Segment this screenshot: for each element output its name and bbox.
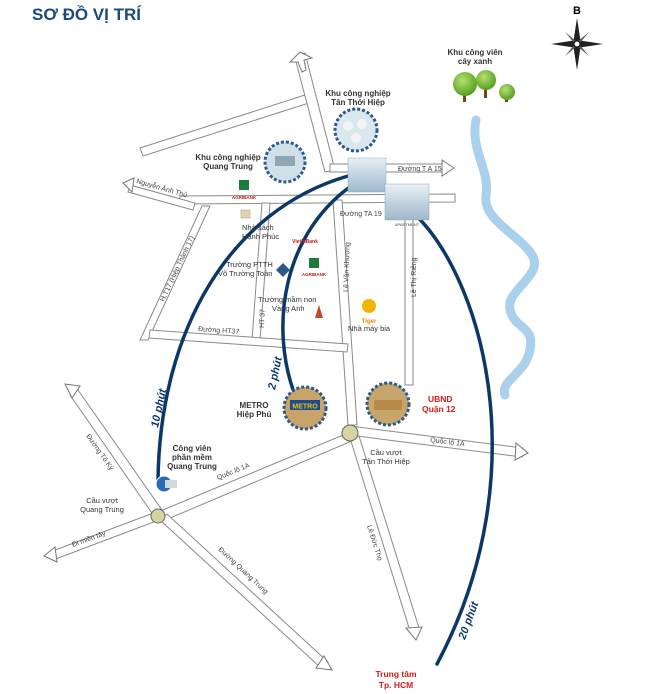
ubnd-label-2: Quận 12 xyxy=(422,404,456,414)
vietinbank-logo: VietinBank xyxy=(292,239,318,245)
tiger-beer-icon: Tiger xyxy=(362,299,377,325)
route-20-min xyxy=(408,208,494,666)
ubnd-label-1: UBND xyxy=(428,394,453,404)
junction-qt xyxy=(150,508,166,524)
arrow-quang-trung-south xyxy=(315,655,333,671)
svg-text:AGRIBANK: AGRIBANK xyxy=(302,272,327,277)
map-title: SƠ ĐỒ VỊ TRÍ xyxy=(32,5,142,24)
bookstore-icon xyxy=(240,209,251,219)
cau-vuot-tth-label-2: Tân Thới Hiệp xyxy=(362,457,410,466)
tiger-label: Tiger xyxy=(362,319,377,325)
truong-mn-label-1: Trường mầm non xyxy=(258,295,316,304)
ubnd-icon xyxy=(365,381,411,427)
cau-vuot-qt-label-2: Quang Trung xyxy=(80,505,124,514)
school-icon xyxy=(276,263,290,277)
compass-icon: B xyxy=(551,5,603,70)
kcn-tth-label-2: Tân Thới Hiệp xyxy=(331,98,385,107)
arrow-ta15-east xyxy=(441,159,455,177)
metro-icon: METRO xyxy=(282,385,328,431)
kcn-qt-label-2: Quang Trung xyxy=(203,162,253,171)
road-ht37-h-label: Đường HT37 xyxy=(198,326,240,336)
road-ta15-label: Đường T A 15 xyxy=(398,166,442,173)
road-ta19-label: Đường TA 19 xyxy=(340,211,382,218)
cv-phan-mem-label-1: Công viên xyxy=(173,444,212,453)
truong-ptth-label-1: Trường PTTH xyxy=(226,260,273,269)
metro-label-1: METRO xyxy=(240,401,269,410)
road-ht37-v-label: HT 37 xyxy=(259,309,267,328)
nha-sach-label-2: Hạnh Phúc xyxy=(242,232,279,241)
apartment-label: APARTMENT xyxy=(395,222,420,227)
compass-north-letter: B xyxy=(573,5,581,17)
river xyxy=(470,115,539,400)
apartment-building-icon: APARTMENT xyxy=(347,157,430,227)
kcv-label-2: cây xanh xyxy=(458,57,492,66)
kcn-tth-label-1: Khu công nghiệp xyxy=(325,89,390,98)
cau-vuot-qt-label-1: Cầu vượt xyxy=(86,496,119,505)
svg-text:AGRIBANK: AGRIBANK xyxy=(232,195,257,200)
junction-tth xyxy=(341,424,359,442)
road-le-van-khuong-label: Lê Văn Khương xyxy=(343,242,352,292)
agribank-logo-icon: AGRIBANK xyxy=(232,180,257,200)
kcv-label-1: Khu công viên xyxy=(447,48,502,57)
route-10-min xyxy=(156,174,350,482)
arrow-le-duc-tho-south xyxy=(404,626,423,641)
kcn-qt-label-1: Khu công nghiệp xyxy=(195,153,260,162)
factory-qt-icon xyxy=(263,140,307,184)
playground-icon xyxy=(315,305,323,318)
arrow-to-ky-north xyxy=(64,383,81,399)
trung-tam-label-1: Trung tâm xyxy=(375,669,417,679)
agribank-logo-icon-2: AGRIBANK xyxy=(302,258,327,277)
software-park-icon xyxy=(155,475,177,493)
tree-icon xyxy=(453,70,515,102)
trung-tam-label-2: Tp. HCM xyxy=(379,680,413,690)
road-arrows xyxy=(43,51,529,671)
truong-ptth-label-2: Võ Trường Toản xyxy=(218,269,272,278)
nha-may-bia-label: Nhà máy bia xyxy=(348,324,391,333)
arrow-mien-tay-west xyxy=(43,546,58,563)
route-2-min-label: 2 phút xyxy=(266,355,285,392)
road-ht17-label: H.T17 (Hiệp Thành 17) xyxy=(159,235,196,303)
cau-vuot-tth-label-1: Cầu vượt xyxy=(370,448,403,457)
road-le-thi-rieng-label: Lê Thị Riêng xyxy=(411,257,418,297)
route-2-min xyxy=(281,178,362,397)
cv-phan-mem-label-3: Quang Trung xyxy=(167,462,217,471)
metro-sign-text: METRO xyxy=(292,404,318,411)
truong-mn-label-2: Vàng Anh xyxy=(272,304,305,313)
nha-sach-label-1: Nhà sách xyxy=(242,223,274,232)
route-20-min-label: 20 phút xyxy=(456,599,481,642)
street-network xyxy=(49,52,524,669)
cv-phan-mem-label-2: phần mềm xyxy=(172,453,212,462)
metro-label-2: Hiệp Phú xyxy=(237,410,272,419)
factory-tth-icon xyxy=(333,107,379,153)
arrow-north-top xyxy=(288,51,314,73)
arrow-west-nguyen-anh-thu xyxy=(122,177,135,194)
arrow-ql1a-east xyxy=(514,441,529,461)
